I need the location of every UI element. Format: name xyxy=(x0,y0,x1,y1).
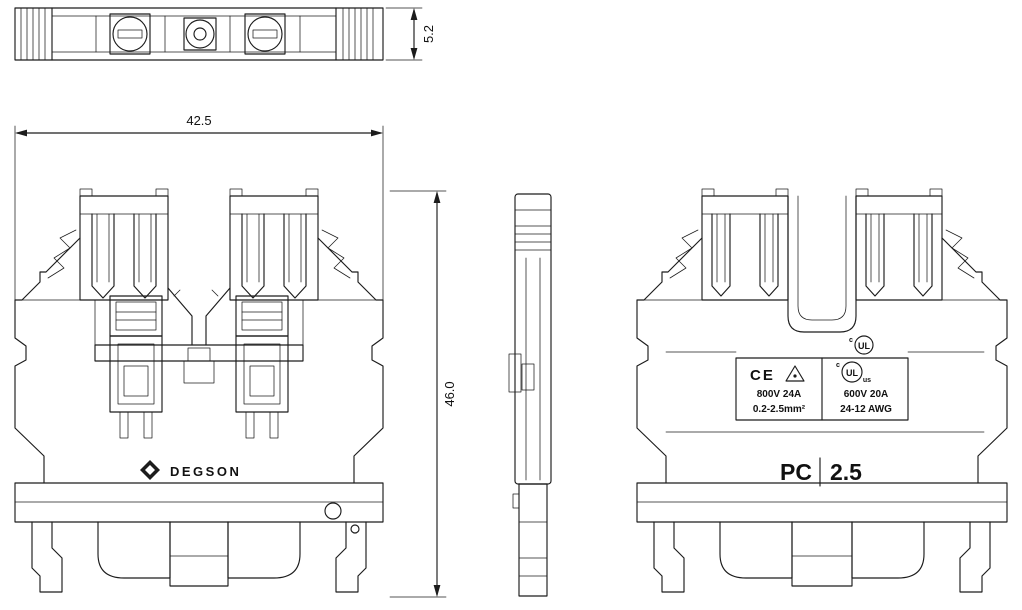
din-rail-foot xyxy=(653,521,991,593)
dimension-thickness-text: 5.2 xyxy=(421,25,436,43)
spring-symbol-left xyxy=(669,229,699,279)
dimension-width-text: 42.5 xyxy=(186,113,211,128)
dimension-height-text: 46.0 xyxy=(442,381,457,406)
model-designation: PC 2.5 xyxy=(780,457,862,487)
ul-wire-range-text: 24-12 AWG xyxy=(840,404,892,415)
ce-mark-icon: CE xyxy=(750,367,775,384)
degson-logo: DEGSON xyxy=(140,460,241,480)
svg-text:us: us xyxy=(863,377,871,384)
brand-text: DEGSON xyxy=(170,464,241,479)
model-prefix-text: PC xyxy=(780,459,812,485)
ul-rating-text: 600V 20A xyxy=(844,389,888,400)
front-view: DEGSON xyxy=(14,188,384,593)
wire-slots xyxy=(91,213,307,299)
dimension-thickness: 5.2 xyxy=(385,7,436,61)
spring-symbol-right xyxy=(945,229,975,279)
screw-terminal-left xyxy=(109,13,151,55)
svg-text:c: c xyxy=(836,362,840,369)
center-test-socket xyxy=(183,17,217,51)
mount-hole-large xyxy=(324,502,342,520)
svg-text:c: c xyxy=(849,337,853,344)
mount-hole-small xyxy=(350,524,360,534)
rear-view: CE 800V 24A 0.2-2.5mm² UL c us 600V 20A … xyxy=(636,188,1008,593)
spring-symbol-right xyxy=(321,229,351,279)
side-view xyxy=(508,193,552,597)
clamp-left xyxy=(109,295,163,413)
din-rail-foot xyxy=(31,521,367,593)
spring-symbol-left xyxy=(47,229,77,279)
screw-terminal-right xyxy=(244,13,286,55)
iec-wire-range-text: 0.2-2.5mm² xyxy=(753,404,806,415)
dimension-height: 46.0 xyxy=(389,190,457,598)
svg-text:UL: UL xyxy=(858,341,870,351)
ul-mark-icon: UL c us xyxy=(836,361,871,384)
rating-label: CE 800V 24A 0.2-2.5mm² UL c us 600V 20A … xyxy=(735,357,909,421)
iec-rating-text: 800V 24A xyxy=(757,389,801,400)
dimension-width: 42.5 xyxy=(14,113,384,301)
clamp-right xyxy=(235,295,289,413)
ul-top-mark-icon: UL c xyxy=(849,335,874,355)
top-view xyxy=(14,7,384,61)
model-size-text: 2.5 xyxy=(830,459,862,485)
cert-triangle-icon xyxy=(785,365,805,382)
svg-text:UL: UL xyxy=(846,368,858,378)
